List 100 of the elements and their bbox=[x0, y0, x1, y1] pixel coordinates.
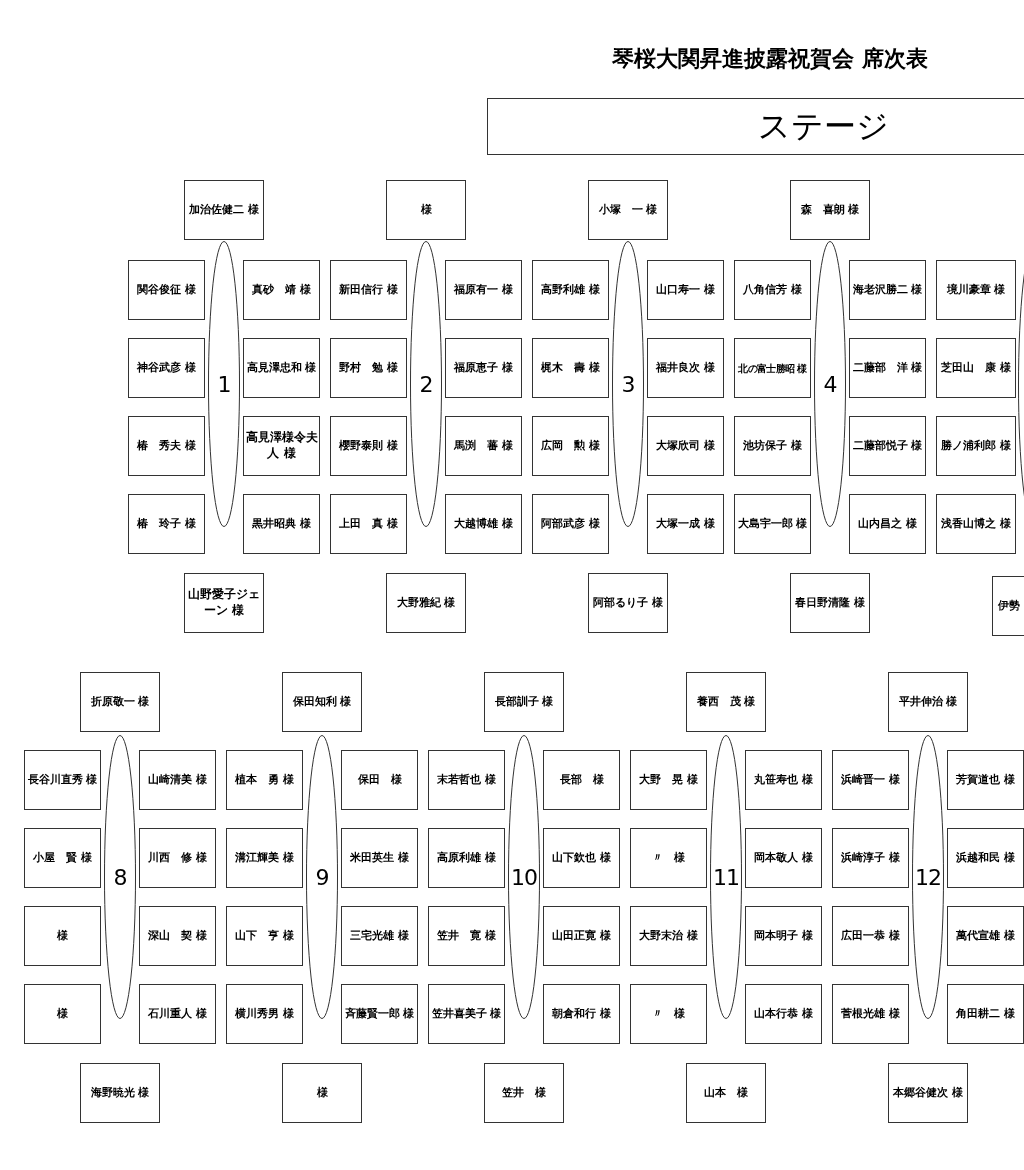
guest-name: 山下 亨 様 bbox=[235, 928, 294, 944]
seat-card bbox=[484, 1063, 564, 1123]
table-number: 11 bbox=[713, 864, 739, 890]
seat-card bbox=[428, 984, 505, 1044]
seat-card bbox=[330, 416, 407, 476]
guest-name: 黒井昭典 様 bbox=[252, 516, 311, 532]
guest-name: 広岡 勲 様 bbox=[541, 438, 600, 454]
guest-name: 高野利雄 様 bbox=[541, 282, 600, 298]
seat-card bbox=[282, 1063, 362, 1123]
seat-card bbox=[80, 1063, 160, 1123]
round-table bbox=[208, 241, 240, 527]
seat-card bbox=[24, 906, 101, 966]
guest-name: 様 bbox=[57, 928, 68, 944]
table-number: 4 bbox=[823, 371, 837, 397]
seat-card bbox=[428, 750, 505, 810]
guest-name: 折原敬一 様 bbox=[90, 694, 150, 710]
guest-name: 菅根光雄 様 bbox=[841, 1006, 900, 1022]
table-number: 10 bbox=[511, 864, 537, 890]
guest-name: 高見澤忠和 様 bbox=[246, 360, 317, 376]
guest-name: 櫻野泰則 様 bbox=[339, 438, 398, 454]
guest-name: 浜崎晋一 様 bbox=[841, 772, 900, 788]
seat-card bbox=[745, 828, 822, 888]
seat-card bbox=[849, 260, 926, 320]
guest-name: 椿 秀夫 様 bbox=[137, 438, 196, 454]
seat-card bbox=[226, 984, 303, 1044]
guest-name: 大越博雄 様 bbox=[454, 516, 513, 532]
guest-name: 様 bbox=[420, 202, 432, 218]
guest-name: 三宅光雄 様 bbox=[350, 928, 409, 944]
seat-card bbox=[341, 750, 418, 810]
seat-card bbox=[128, 260, 205, 320]
seat-card bbox=[888, 672, 968, 732]
guest-name: 斉藤賢一郎 様 bbox=[344, 1006, 415, 1022]
guest-name: 本郷谷健次 様 bbox=[893, 1085, 963, 1101]
seat-card bbox=[330, 338, 407, 398]
seat-card bbox=[849, 416, 926, 476]
guest-name: 〃 様 bbox=[652, 850, 685, 866]
seat-card bbox=[936, 416, 1016, 476]
seat-card bbox=[630, 984, 707, 1044]
guest-name: 大野雅紀 様 bbox=[396, 595, 456, 611]
guest-name: 大野末治 様 bbox=[639, 928, 698, 944]
seat-card bbox=[226, 906, 303, 966]
guest-name: 浜越和民 様 bbox=[956, 850, 1015, 866]
guest-name: 植本 勇 様 bbox=[235, 772, 294, 788]
guest-name: 山本行恭 様 bbox=[754, 1006, 813, 1022]
seat-card bbox=[686, 672, 766, 732]
table-number: 9 bbox=[315, 864, 329, 890]
round-table bbox=[912, 735, 944, 1019]
guest-name: 小塚 一 様 bbox=[598, 202, 658, 218]
round-table bbox=[306, 735, 338, 1019]
seat-card bbox=[936, 494, 1016, 554]
stage-label: ステージ bbox=[758, 105, 889, 147]
seat-card bbox=[745, 906, 822, 966]
seat-card bbox=[745, 984, 822, 1044]
seat-card bbox=[139, 828, 216, 888]
guest-name: 山本 様 bbox=[704, 1085, 748, 1101]
seat-card bbox=[734, 494, 811, 554]
round-table bbox=[410, 241, 442, 527]
guest-name: 小屋 賢 様 bbox=[33, 850, 92, 866]
seat-card bbox=[243, 338, 320, 398]
seat-card bbox=[832, 906, 909, 966]
seat-card bbox=[947, 750, 1024, 810]
stage-box bbox=[487, 98, 1024, 155]
round-table bbox=[104, 735, 136, 1019]
guest-name: 大塚欣司 様 bbox=[656, 438, 715, 454]
guest-name: 山野愛子ジェーン 様 bbox=[187, 587, 261, 619]
guest-name: 福原恵子 様 bbox=[454, 360, 513, 376]
seat-card bbox=[341, 906, 418, 966]
seat-card bbox=[849, 338, 926, 398]
seat-card bbox=[139, 750, 216, 810]
round-table bbox=[710, 735, 742, 1019]
seat-card bbox=[686, 1063, 766, 1123]
seat-card bbox=[139, 906, 216, 966]
seat-card bbox=[24, 984, 101, 1044]
seat-card bbox=[243, 494, 320, 554]
guest-name: 平井伸治 様 bbox=[898, 694, 958, 710]
guest-name: 海野暁光 様 bbox=[90, 1085, 150, 1101]
seat-card bbox=[386, 573, 466, 633]
seat-card bbox=[734, 338, 811, 398]
seat-card bbox=[832, 984, 909, 1044]
guest-name: 椿 玲子 様 bbox=[137, 516, 196, 532]
guest-name: 大塚一成 様 bbox=[656, 516, 715, 532]
guest-name: 笠井喜美子 様 bbox=[431, 1006, 502, 1022]
seat-card bbox=[630, 750, 707, 810]
seat-card bbox=[226, 750, 303, 810]
guest-name: 加治佐健二 様 bbox=[189, 202, 259, 218]
guest-name: 八角信芳 様 bbox=[743, 282, 802, 298]
guest-name: 芝田山 康 様 bbox=[941, 360, 1011, 376]
seat-card bbox=[647, 338, 724, 398]
guest-name: 真砂 靖 様 bbox=[252, 282, 311, 298]
guest-name: 丸笹寿也 様 bbox=[754, 772, 813, 788]
guest-name: 上田 真 様 bbox=[339, 516, 398, 532]
guest-name: 山下欽也 様 bbox=[552, 850, 611, 866]
guest-name: 養西 茂 様 bbox=[696, 694, 756, 710]
seat-card bbox=[80, 672, 160, 732]
table-number: 2 bbox=[419, 371, 433, 397]
seat-card bbox=[543, 906, 620, 966]
guest-name: 岡本敬人 様 bbox=[754, 850, 813, 866]
seat-card bbox=[630, 828, 707, 888]
guest-name: 浅香山博之 様 bbox=[941, 516, 1011, 532]
guest-name: 川西 修 様 bbox=[148, 850, 207, 866]
